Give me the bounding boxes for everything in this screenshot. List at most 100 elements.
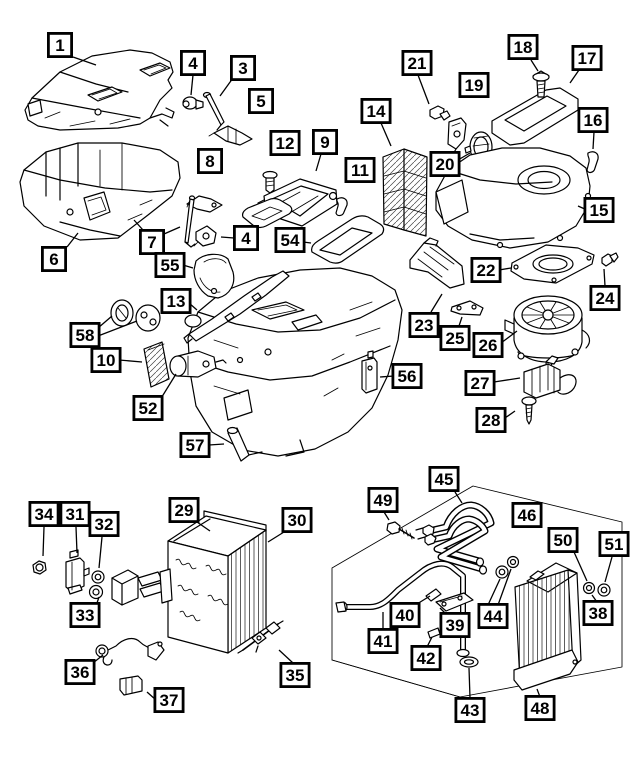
callout-12[interactable]: 12	[269, 129, 301, 157]
callout-7[interactable]: 7	[138, 228, 166, 256]
part-harness-36	[95, 637, 165, 666]
callout-27[interactable]: 27	[464, 369, 496, 397]
callout-20[interactable]: 20	[429, 150, 461, 178]
part-clip-16	[586, 151, 599, 174]
callout-box	[64, 658, 96, 686]
callout-45[interactable]: 45	[428, 465, 460, 493]
callout-57[interactable]: 57	[179, 431, 211, 459]
callout-35[interactable]: 35	[279, 661, 311, 689]
part-seal-frame-54	[311, 215, 385, 264]
part-filter-14	[382, 148, 428, 237]
callout-box	[464, 369, 496, 397]
callout-30[interactable]: 30	[281, 506, 313, 534]
part-seal-plate-22	[510, 244, 595, 284]
part-ghost-box-outline	[331, 485, 623, 698]
part-heater-core-48	[513, 562, 582, 691]
callout-36[interactable]: 36	[64, 658, 96, 686]
callout-29[interactable]: 29	[168, 496, 200, 524]
part-valve-31	[65, 549, 90, 595]
callout-number: 17	[578, 49, 597, 68]
callout-33[interactable]: 33	[69, 601, 101, 629]
callout-6[interactable]: 6	[40, 245, 68, 273]
part-orings-32-33	[88, 570, 105, 600]
callout-10[interactable]: 10	[90, 346, 122, 374]
callout-15[interactable]: 15	[583, 196, 615, 224]
callout-18[interactable]: 18	[507, 33, 539, 61]
callout-1[interactable]: 1	[46, 31, 74, 59]
callout-17[interactable]: 17	[571, 44, 603, 72]
callout-49[interactable]: 49	[367, 486, 399, 514]
callout-box	[247, 87, 275, 115]
callout-37[interactable]: 37	[153, 686, 185, 714]
callout-40[interactable]: 40	[389, 601, 421, 629]
callout-55[interactable]: 55	[154, 251, 186, 279]
callout-52[interactable]: 52	[132, 394, 164, 422]
callout-box	[274, 226, 306, 254]
callout-43[interactable]: 43	[454, 696, 486, 724]
part-bracket-35	[237, 620, 284, 654]
callout-19[interactable]: 19	[458, 71, 490, 99]
callout-26[interactable]: 26	[472, 331, 504, 359]
callout-box	[389, 601, 421, 629]
callout-21[interactable]: 21	[401, 49, 433, 77]
part-evaporator-29-30	[167, 510, 267, 654]
callout-8[interactable]: 8	[196, 147, 224, 175]
part-sensor-4-top	[182, 96, 204, 110]
callout-46[interactable]: 46	[511, 501, 543, 529]
leader-line-16	[592, 131, 595, 150]
callout-number: 30	[288, 511, 307, 530]
callout-50[interactable]: 50	[547, 526, 579, 554]
part-grommet-37	[119, 675, 143, 696]
callout-number: 11	[351, 161, 369, 180]
callout-38[interactable]: 38	[582, 599, 614, 627]
part-screw-49	[386, 521, 415, 540]
callout-48[interactable]: 48	[524, 694, 556, 722]
callout-box	[429, 150, 461, 178]
callout-54[interactable]: 54	[274, 226, 306, 254]
callout-58[interactable]: 58	[69, 321, 101, 349]
callout-number: 45	[435, 470, 454, 489]
callout-23[interactable]: 23	[408, 311, 440, 339]
callout-41[interactable]: 41	[367, 627, 399, 655]
callout-box	[360, 97, 392, 125]
leader-line-7	[133, 219, 144, 231]
leader-line-10	[118, 359, 143, 363]
callout-3[interactable]: 3	[229, 54, 257, 82]
callout-32[interactable]: 32	[88, 510, 120, 538]
callout-13[interactable]: 13	[160, 287, 192, 315]
callout-number: 18	[514, 38, 533, 57]
part-tube-57	[226, 426, 250, 462]
leader-line-35	[278, 649, 294, 664]
callout-51[interactable]: 51	[598, 530, 630, 558]
callout-34[interactable]: 34	[28, 500, 60, 528]
leader-line-21	[417, 74, 430, 105]
callout-22[interactable]: 22	[470, 256, 502, 284]
callout-9[interactable]: 9	[311, 128, 339, 156]
callout-box	[46, 31, 74, 59]
callout-24[interactable]: 24	[589, 284, 621, 312]
part-nut-34	[32, 560, 47, 575]
callout-number: 51	[605, 535, 624, 554]
callout-25[interactable]: 25	[439, 324, 471, 352]
part-rod-7	[184, 195, 196, 248]
leader-line-27	[493, 377, 521, 383]
callout-31[interactable]: 31	[59, 500, 91, 528]
callout-14[interactable]: 14	[360, 97, 392, 125]
callout-box	[69, 321, 101, 349]
part-drain-bracket-39	[435, 592, 474, 612]
callout-box	[507, 33, 539, 61]
callout-4-top[interactable]: 4	[179, 49, 207, 77]
leader-line-43	[468, 667, 471, 699]
callout-11[interactable]: 11	[344, 156, 376, 184]
leader-line-50	[573, 551, 588, 582]
callout-39[interactable]: 39	[439, 611, 471, 639]
callout-16[interactable]: 16	[577, 106, 609, 134]
callout-44[interactable]: 44	[477, 602, 509, 630]
callout-5[interactable]: 5	[247, 87, 275, 115]
callout-56[interactable]: 56	[391, 362, 423, 390]
callout-number: 49	[374, 491, 393, 510]
callout-42[interactable]: 42	[410, 644, 442, 672]
part-clip-42	[427, 627, 441, 639]
callout-28[interactable]: 28	[475, 406, 507, 434]
callout-4-mid[interactable]: 4	[232, 224, 260, 252]
